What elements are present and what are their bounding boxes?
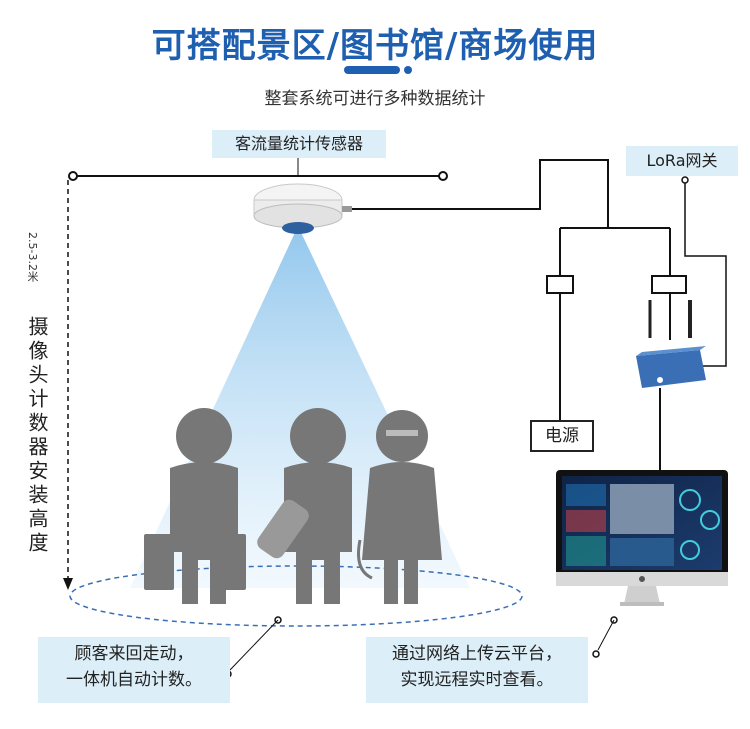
callout-counting: 顾客来回走动， 一体机自动计数。 bbox=[38, 637, 230, 703]
person-with-tube-icon bbox=[257, 408, 352, 604]
title-underline-dot bbox=[404, 66, 412, 74]
gateway-label: LoRa网关 bbox=[626, 146, 738, 176]
height-caption: 摄像头计数器安装高度 bbox=[25, 316, 49, 556]
gateway-icon bbox=[636, 300, 706, 388]
monitor-icon bbox=[556, 470, 728, 606]
sensor-icon bbox=[253, 183, 352, 234]
power-box: 电源 bbox=[530, 420, 594, 452]
woman-icon bbox=[357, 410, 442, 604]
sensor-label: 客流量统计传感器 bbox=[212, 130, 386, 158]
callout-cloud-line1: 通过网络上传云平台， bbox=[392, 644, 562, 664]
person-with-bags-icon bbox=[144, 408, 246, 604]
callout-cloud-line2: 实现远程实时查看。 bbox=[400, 670, 554, 690]
height-range-label: 2.5-3.2米 bbox=[26, 232, 39, 282]
callout-cloud: 通过网络上传云平台， 实现远程实时查看。 bbox=[366, 637, 588, 703]
page-title: 可搭配景区/图书馆/商场使用 bbox=[151, 26, 599, 66]
callout-counting-line1: 顾客来回走动， bbox=[74, 644, 194, 664]
title-underline bbox=[344, 66, 400, 74]
callout-counting-line2: 一体机自动计数。 bbox=[66, 670, 202, 690]
page-subtitle: 整套系统可进行多种数据统计 bbox=[264, 89, 486, 109]
